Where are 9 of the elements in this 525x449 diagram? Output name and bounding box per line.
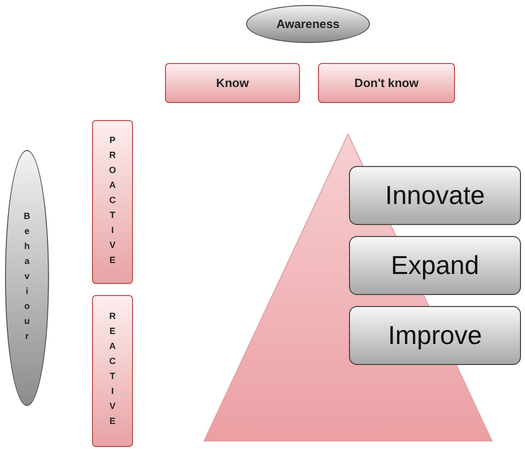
- category-box: Know: [165, 63, 300, 103]
- category-box: PROACTIVE: [92, 120, 133, 284]
- category-box: Don't know: [318, 63, 455, 103]
- level-box: Innovate: [349, 166, 521, 225]
- level-box: Expand: [349, 236, 521, 295]
- behaviour-ellipse: Behaviour: [5, 150, 49, 406]
- awareness-ellipse: Awareness: [246, 5, 370, 43]
- category-box: REACTIVE: [92, 295, 133, 447]
- level-box: Improve: [349, 306, 521, 365]
